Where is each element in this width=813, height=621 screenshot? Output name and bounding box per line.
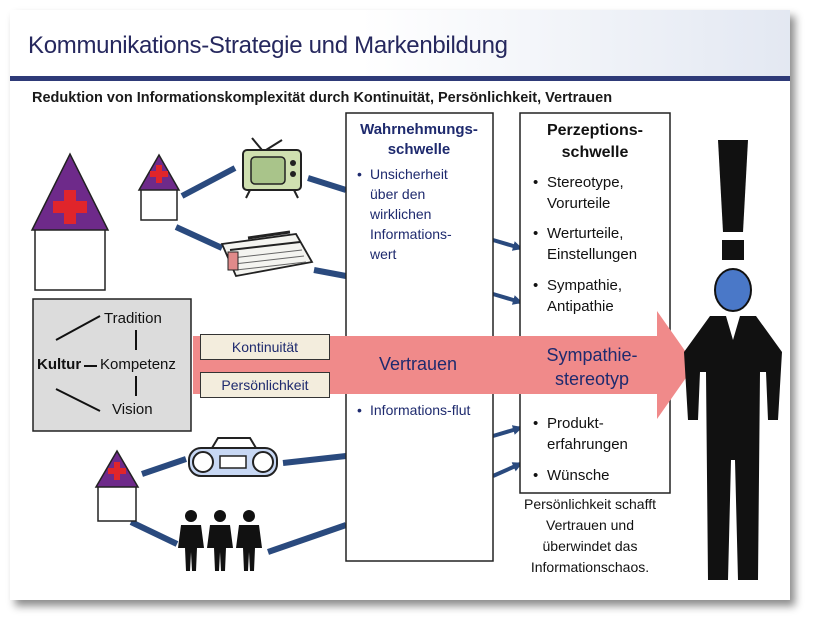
header-band <box>10 10 790 80</box>
vision-label: Vision <box>112 401 153 418</box>
caption-line: Informationschaos. <box>530 559 650 575</box>
caption-line: überwindet das <box>542 538 638 554</box>
perzeption-item-line: Produkt- <box>547 415 604 432</box>
kultur-box <box>32 298 192 432</box>
wahrnehmung-item-line: wirklichen <box>370 206 432 222</box>
perzeption-item-line: Antipathie <box>547 298 614 315</box>
title-rule <box>10 76 790 81</box>
perzeption-item: • Stereotype, Vorurteile <box>533 172 624 214</box>
perzeption-item-line: Sympathie, <box>547 277 623 294</box>
connector-tv-panel <box>307 175 347 193</box>
perzeption-heading-line1: Perzeptions- <box>546 122 643 139</box>
kontinuitaet-box: Kontinuität <box>200 334 330 360</box>
connector-house-tv <box>180 165 237 199</box>
tv-icon <box>242 137 302 199</box>
sympathie-line1: Sympathie- <box>546 345 638 365</box>
perzeption-item-line: erfahrungen <box>547 436 628 453</box>
wahrnehmung-item-line: Informations- <box>370 226 452 242</box>
perzeption-heading: Perzeptions- schwelle <box>523 120 667 164</box>
wahrnehmung-item-line: über den <box>370 186 426 202</box>
connector-radio-panel <box>282 453 347 466</box>
radio-icon <box>188 437 278 477</box>
connector-people-panel <box>267 522 347 555</box>
wahrnehmung-heading-line1: Wahrnehmungs- <box>360 121 478 138</box>
tradition-label: Tradition <box>104 310 162 327</box>
caption-line: Vertrauen und <box>546 517 634 533</box>
persoenlichkeit-box: Persönlichkeit <box>200 372 330 398</box>
sympathie-line2: stereotyp <box>554 369 630 389</box>
caption: Persönlichkeit schafft Vertrauen und übe… <box>500 494 680 578</box>
bullet: • <box>533 225 539 242</box>
perzeption-item: • Sympathie, Antipathie <box>533 275 623 317</box>
sympathie-stereotyp-label: Sympathie- stereotyp <box>544 343 640 391</box>
perzeption-item-line: Vorurteile <box>547 195 611 212</box>
perzeption-item: • Werturteile, Einstellungen <box>533 223 638 265</box>
perzeption-item: • Wünsche <box>533 465 610 486</box>
bullet: • <box>533 277 539 294</box>
wahrnehmung-item-line: Informations-flut <box>370 402 471 418</box>
perzeption-heading-line2: schwelle <box>561 144 629 161</box>
wahrnehmung-heading: Wahrnehmungs- schwelle <box>349 120 489 160</box>
caption-line: Persönlichkeit schafft <box>523 496 657 512</box>
connector-lines <box>129 165 347 555</box>
wahrnehmung-heading-line2: schwelle <box>387 141 451 158</box>
kultur-label: Kultur <box>37 356 82 373</box>
page-title: Kommunikations-Strategie und Markenbildu… <box>28 32 508 59</box>
subtitle: Reduktion von Informationskomplexität du… <box>32 90 613 106</box>
house-icon <box>137 153 181 221</box>
wahrnehmung-item: • Unsicherheit über den wirklichen Infor… <box>357 164 452 264</box>
bullet: • <box>357 402 362 418</box>
perzeption-item-line: Stereotype, <box>547 174 624 191</box>
newspaper-icon <box>220 230 314 278</box>
house-icon <box>30 152 110 291</box>
connector-newspaper-panel <box>313 267 347 279</box>
arrow-1 <box>492 238 523 251</box>
exclamation-icon <box>718 140 748 260</box>
bullet: • <box>533 174 539 191</box>
house-icon <box>94 449 140 522</box>
perzeption-item-line: Werturteile, <box>547 225 624 242</box>
connector-house-people <box>129 519 179 547</box>
person-icon <box>684 268 782 580</box>
perzeptions-panel <box>519 112 671 494</box>
bullet: • <box>533 415 539 432</box>
vertrauen-label: Vertrauen <box>379 354 458 374</box>
connector-house-newspaper <box>174 224 224 251</box>
perzeption-item: • Produkt- erfahrungen <box>533 413 628 455</box>
arrow-4 <box>492 462 523 478</box>
connector-house-radio <box>141 456 187 477</box>
panel-arrows <box>492 238 523 478</box>
wahrnehmung-item: • Informations-flut <box>357 400 471 420</box>
arrow-3 <box>492 425 523 438</box>
perzeption-item-line: Einstellungen <box>547 246 638 263</box>
kompetenz-label: Kompetenz <box>100 356 176 373</box>
perzeption-item-line: Wünsche <box>547 467 610 484</box>
bullet: • <box>533 467 539 484</box>
people-icon <box>178 510 262 571</box>
bullet: • <box>357 166 362 182</box>
wahrnehmung-item-line: Unsicherheit <box>370 166 448 182</box>
wahrnehmung-item-line: wert <box>370 246 397 262</box>
arrow-2 <box>492 292 523 305</box>
kultur-lines <box>55 315 137 412</box>
